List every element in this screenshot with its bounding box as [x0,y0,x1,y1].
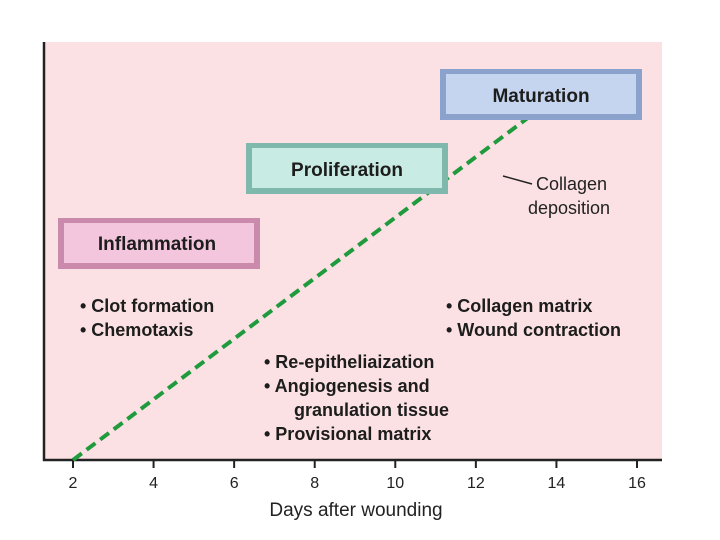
annotation-pointer [502,175,533,185]
bullet-wound-contraction: • Wound contraction [446,320,621,340]
x-ticks: 2 4 6 8 10 12 14 16 [69,460,646,492]
x-tick-label: 16 [628,475,646,492]
bullet-collagen-matrix: • Collagen matrix [446,296,592,316]
x-tick-label: 10 [386,475,404,492]
phase-label-inflammation: Inflammation [98,234,216,255]
phase-box-proliferation: Proliferation [246,143,448,194]
bullet-granulation-tissue: granulation tissue [294,400,449,420]
x-tick-label: 4 [149,475,158,492]
annotation-line-1: Collagen [536,174,607,194]
bullet-re-epithelialization: • Re-epitheliaization [264,352,434,372]
x-tick-label: 12 [467,475,485,492]
bullet-angiogenesis: • Angiogenesis and [264,376,430,396]
x-tick-label: 6 [230,475,239,492]
bullet-chemotaxis: • Chemotaxis [80,320,193,340]
bullet-provisional-matrix: • Provisional matrix [264,424,431,444]
x-tick-label: 14 [548,475,566,492]
phase-box-inflammation: Inflammation [58,218,260,269]
x-tick-label: 8 [310,475,319,492]
phase-box-maturation: Maturation [440,69,642,120]
phase-label-maturation: Maturation [492,86,589,107]
x-tick-label: 2 [69,475,78,492]
bullet-clot-formation: • Clot formation [80,296,214,316]
annotation-line-2: deposition [528,198,610,218]
phase-label-proliferation: Proliferation [291,160,403,181]
x-axis-title: Days after wounding [269,500,442,521]
